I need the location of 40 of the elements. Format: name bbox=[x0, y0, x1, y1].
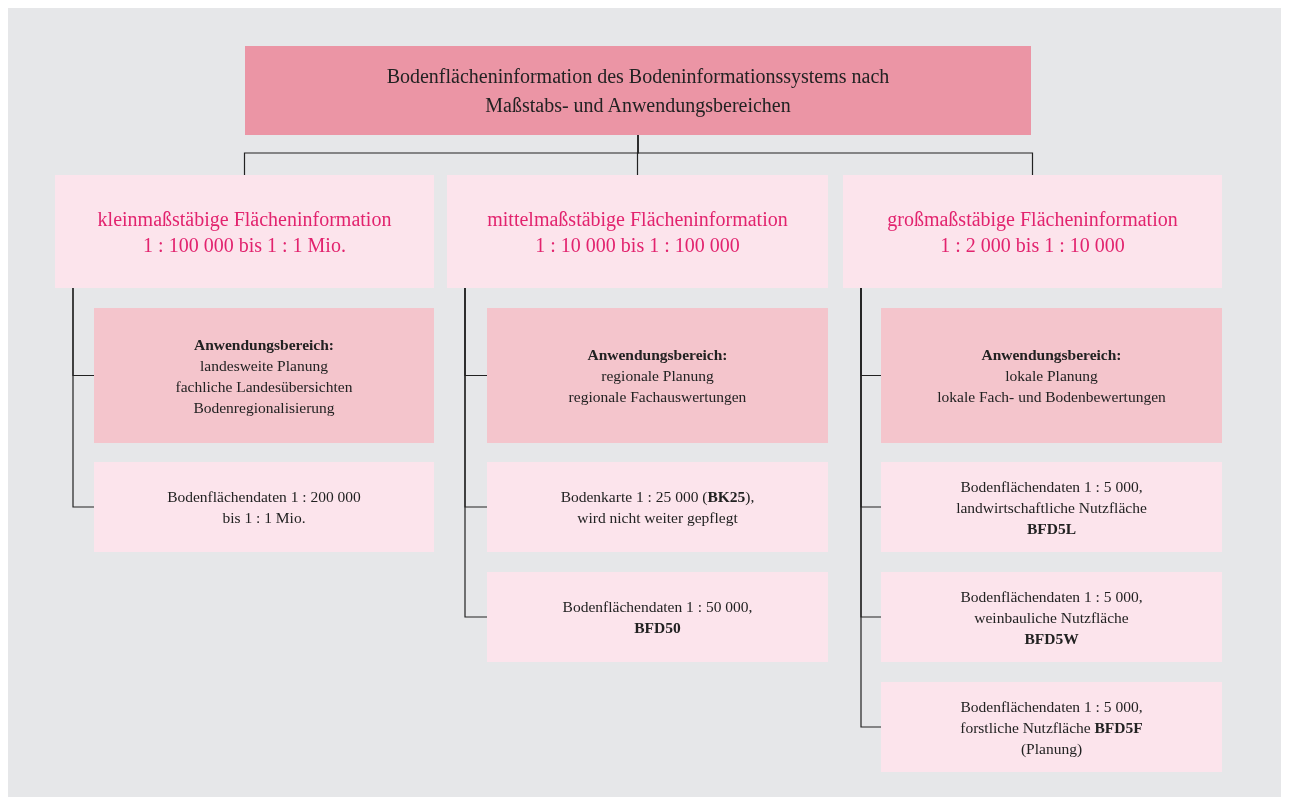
connector-line bbox=[72, 287, 95, 508]
data-box bbox=[881, 462, 1222, 552]
scale-range: 1 : 100 000 bis 1 : 1 Mio. bbox=[143, 232, 346, 258]
application-item: landesweite Planung bbox=[200, 355, 328, 376]
dataset-description: Bodenflächendaten 1 : 5 000, landwirtschaftliche Nutzfläche BFD5L bbox=[955, 476, 1148, 539]
scale-range: 1 : 10 000 bis 1 : 100 000 bbox=[535, 232, 740, 258]
connector-line bbox=[637, 134, 1034, 176]
category-box bbox=[447, 175, 828, 288]
category-title: mittelmaßstäbige Flächeninformation bbox=[487, 206, 788, 232]
data-box bbox=[881, 682, 1222, 772]
connector-line bbox=[464, 287, 488, 618]
category-box bbox=[843, 175, 1222, 288]
application-item: Bodenregionalisierung bbox=[193, 397, 335, 418]
application-item: fachliche Landesübersichten bbox=[175, 376, 353, 397]
application-item: regionale Planung bbox=[601, 366, 714, 386]
application-item: lokale Planung bbox=[1005, 366, 1098, 386]
dataset-description: Bodenflächendaten 1 : 5 000, forstliche Nutzfläche BFD5F (Planung) bbox=[959, 696, 1144, 759]
data-box bbox=[487, 462, 828, 552]
section-heading: Anwendungsbereich: bbox=[587, 345, 728, 365]
data-box bbox=[881, 572, 1222, 662]
application-box bbox=[881, 308, 1222, 443]
application-box bbox=[94, 308, 434, 443]
box-heading: Bodenflächeninformation des Bodeninformationssystems nach Maßstabs- und Anwendungsbereichen bbox=[385, 63, 891, 119]
connector-line bbox=[860, 287, 882, 728]
dataset-description: Bodenflächendaten 1 : 200 000 bis 1 : 1 Mio. bbox=[166, 487, 362, 528]
dataset-description: Bodenflächendaten 1 : 5 000, weinbauliche Nutzfläche BFD5W bbox=[959, 586, 1144, 649]
dataset-description: Bodenkarte 1 : 25 000 (BK25), wird nicht weiter gepflegt bbox=[559, 487, 756, 528]
category-box bbox=[55, 175, 434, 288]
section-heading: Anwendungsbereich: bbox=[981, 345, 1122, 365]
section-heading: Anwendungsbereich: bbox=[193, 334, 335, 355]
category-title: großmaßstäbige Flächeninformation bbox=[887, 206, 1178, 232]
dataset-description: Bodenflächendaten 1 : 50 000, BFD50 bbox=[561, 597, 754, 638]
title-box bbox=[245, 46, 1031, 135]
application-box bbox=[487, 308, 828, 443]
data-box bbox=[487, 572, 828, 662]
application-item: regionale Fachauswertungen bbox=[568, 387, 747, 407]
scale-range: 1 : 2 000 bis 1 : 10 000 bbox=[940, 232, 1125, 258]
data-box bbox=[94, 462, 434, 552]
application-item: lokale Fach- und Bodenbewertungen bbox=[937, 387, 1166, 407]
category-title: kleinmaßstäbige Flächeninformation bbox=[97, 206, 392, 232]
